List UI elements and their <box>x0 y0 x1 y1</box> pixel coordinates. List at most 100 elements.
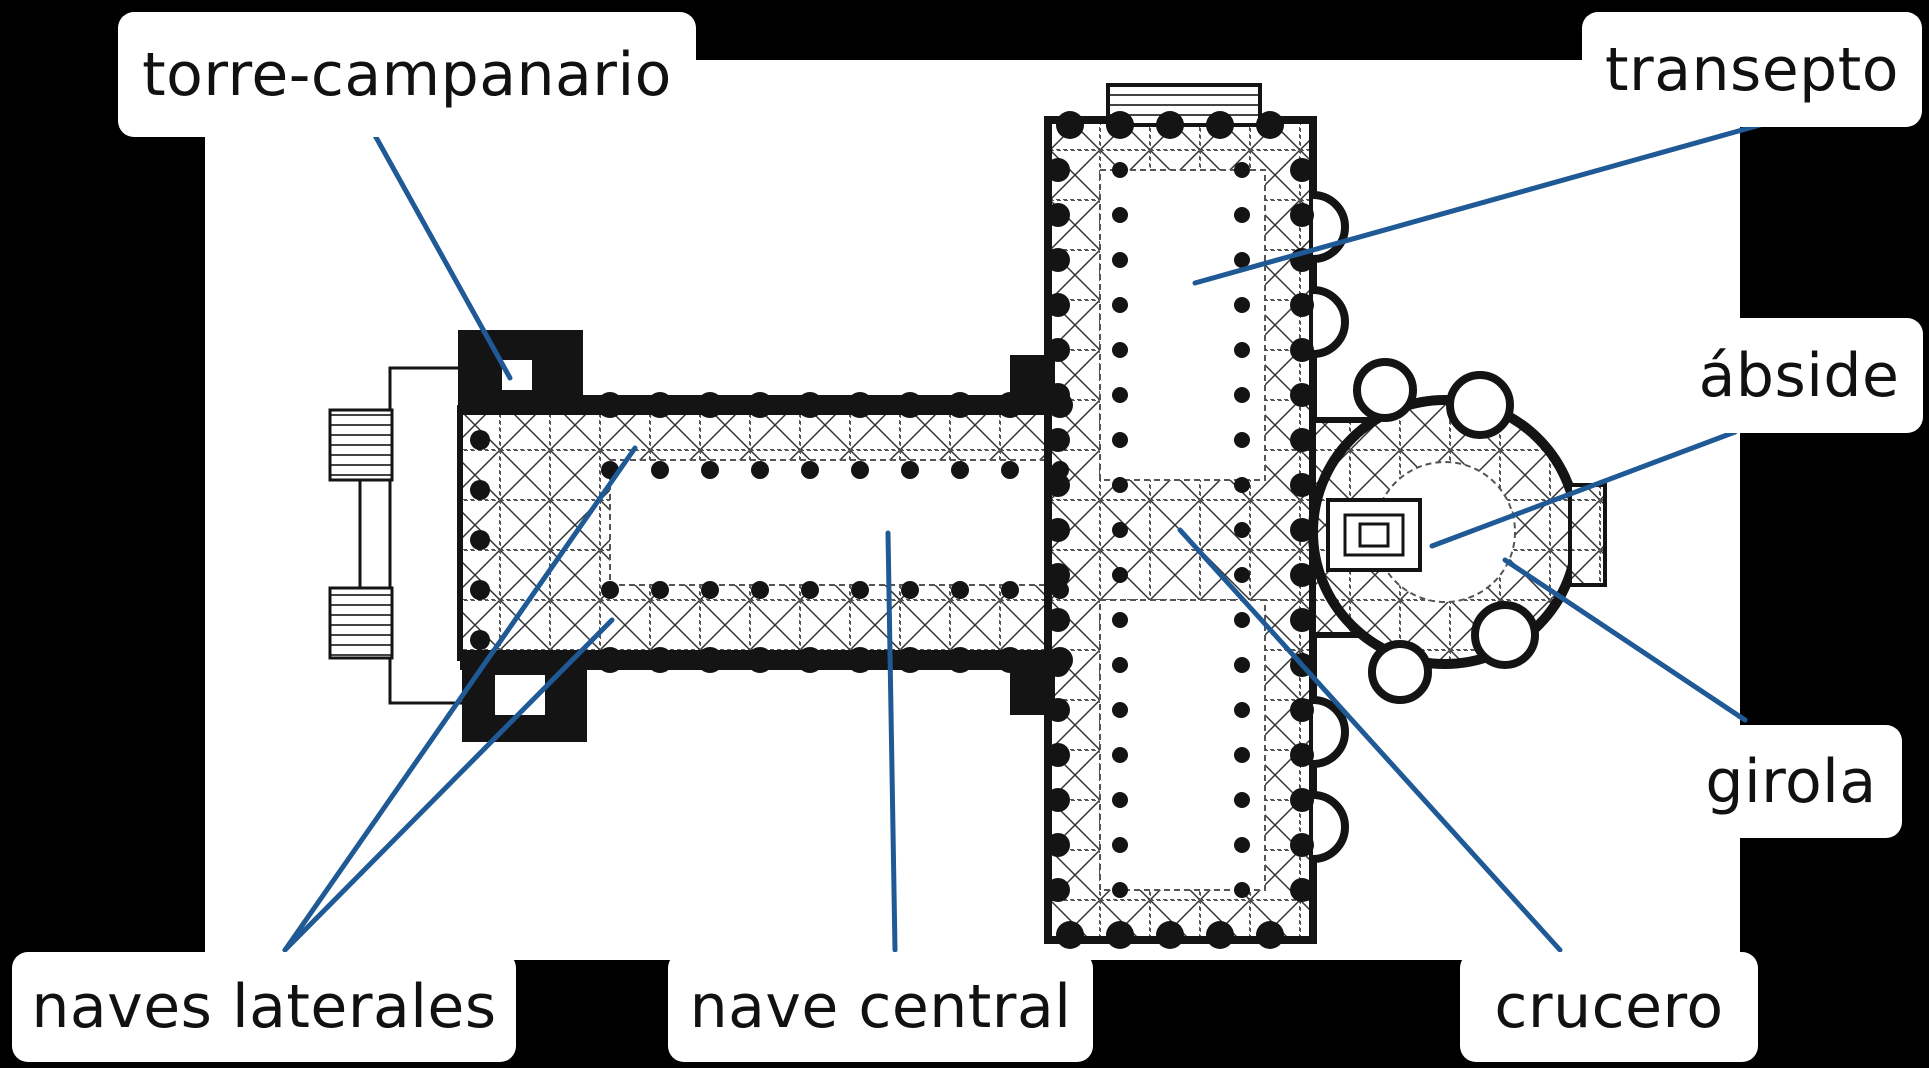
outer-pier <box>647 647 673 673</box>
outer-pier <box>647 392 673 418</box>
nave-pier <box>701 461 719 479</box>
transept-pier <box>1234 252 1250 268</box>
nave-pier <box>951 581 969 599</box>
transept-pier <box>1290 608 1314 632</box>
nave-body <box>457 395 1083 670</box>
transept-pier <box>1112 477 1128 493</box>
nave-pier <box>901 461 919 479</box>
label-transepto: transepto <box>1582 12 1922 127</box>
transept-pier <box>1206 921 1234 949</box>
outer-pier <box>597 392 623 418</box>
transept-pier <box>1256 921 1284 949</box>
transept-pier <box>1290 428 1314 452</box>
transept-pier <box>1046 518 1070 542</box>
transept-pier <box>1046 608 1070 632</box>
outer-pier <box>947 392 973 418</box>
transept-pier <box>1234 882 1250 898</box>
transept-pier <box>1290 383 1314 407</box>
transept-pier <box>1290 203 1314 227</box>
outer-pier <box>797 392 823 418</box>
transept-pier <box>1046 833 1070 857</box>
outer-pier <box>697 647 723 673</box>
transept-pier <box>1112 747 1128 763</box>
transept-pier <box>1046 653 1070 677</box>
transept-pier <box>1112 837 1128 853</box>
outer-pier <box>847 392 873 418</box>
nave-pier <box>851 581 869 599</box>
transept-pier <box>1046 383 1070 407</box>
transept-pier <box>1290 158 1314 182</box>
transept-pier <box>1046 158 1070 182</box>
label-girola: girola <box>1680 725 1902 838</box>
transept-pier <box>1046 473 1070 497</box>
transept-pier <box>1234 792 1250 808</box>
transept-pier <box>1112 387 1128 403</box>
transept-pier <box>1156 111 1184 139</box>
transept-pier <box>1290 743 1314 767</box>
transept-pier <box>1290 473 1314 497</box>
transept-pier <box>1234 657 1250 673</box>
west-pier <box>470 580 490 600</box>
transept-pier <box>1234 387 1250 403</box>
nave-pier <box>601 581 619 599</box>
outer-pier <box>997 647 1023 673</box>
transept-pier <box>1046 743 1070 767</box>
transept-pier <box>1234 207 1250 223</box>
nave-pier <box>651 461 669 479</box>
transept-pier <box>1112 657 1128 673</box>
piers <box>470 111 1314 949</box>
transept-pier <box>1234 702 1250 718</box>
outer-pier <box>897 392 923 418</box>
leader-naves-laterales-2 <box>282 617 615 953</box>
leader-lines <box>282 122 1763 953</box>
nave-pier <box>701 581 719 599</box>
transept-pier <box>1234 612 1250 628</box>
transept-pier <box>1234 837 1250 853</box>
transept-pier <box>1290 293 1314 317</box>
transept-pier <box>1290 518 1314 542</box>
transept-pier <box>1206 111 1234 139</box>
transept-pier <box>1106 921 1134 949</box>
transept-pier <box>1234 567 1250 583</box>
label-naves-laterales: naves laterales <box>12 952 516 1062</box>
nave-pier <box>901 581 919 599</box>
transept-pier <box>1112 612 1128 628</box>
west-pier <box>470 480 490 500</box>
radiating-chapels <box>1312 191 1539 863</box>
outer-pier <box>947 647 973 673</box>
transept-pier <box>1234 477 1250 493</box>
nave-pier <box>651 581 669 599</box>
leader-girola <box>1502 557 1748 723</box>
transept-pier <box>1290 878 1314 902</box>
nave-pier <box>751 581 769 599</box>
outer-pier <box>747 647 773 673</box>
label-nave-central: nave central <box>668 952 1093 1062</box>
transept-pier <box>1290 833 1314 857</box>
transept-pier <box>1112 792 1128 808</box>
transept-pier <box>1046 563 1070 587</box>
transept-pier <box>1046 203 1070 227</box>
transept-pier <box>1056 111 1084 139</box>
transept-pier <box>1112 162 1128 178</box>
leader-torre-campanario <box>369 127 513 381</box>
transept-pier <box>1234 747 1250 763</box>
transept-pier <box>1256 111 1284 139</box>
west-pier <box>470 430 490 450</box>
transept-pier <box>1290 338 1314 362</box>
outer-pier <box>597 647 623 673</box>
choir-plan <box>1308 395 1607 669</box>
nave-pier <box>851 461 869 479</box>
transept-pier <box>1106 111 1134 139</box>
outer-pier <box>847 647 873 673</box>
leader-crucero <box>1177 527 1563 953</box>
label-torre-campanario: torre-campanario <box>118 12 696 137</box>
outer-pier <box>747 392 773 418</box>
leader-abside <box>1429 429 1738 549</box>
nave-pier <box>951 461 969 479</box>
transept-pier <box>1046 878 1070 902</box>
transept-pier <box>1046 698 1070 722</box>
transept-pier <box>1290 563 1314 587</box>
outer-pier <box>797 647 823 673</box>
